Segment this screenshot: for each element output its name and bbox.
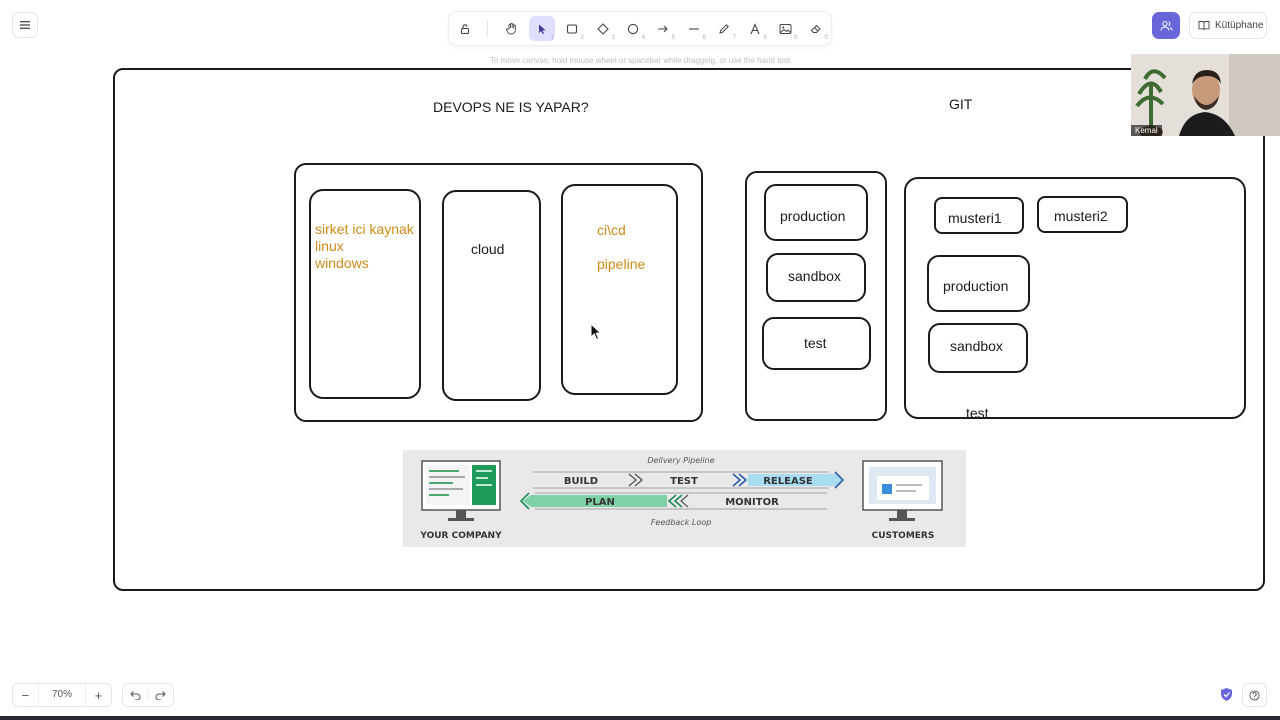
git-title[interactable]: GIT — [949, 96, 973, 112]
git-production-box[interactable] — [927, 255, 1030, 312]
git-sandbox-text[interactable]: sandbox — [950, 338, 1003, 354]
screen-bottom-edge — [0, 716, 1280, 720]
history-controls — [122, 683, 174, 707]
mouse-cursor-icon — [590, 323, 602, 341]
top-caption: Delivery Pipeline — [647, 456, 714, 465]
image-icon — [779, 23, 791, 34]
git-sandbox-box[interactable] — [928, 323, 1028, 373]
hand-tool[interactable] — [498, 16, 524, 41]
participant-name: Kemal — [1131, 125, 1162, 136]
hand-icon — [505, 22, 516, 35]
shapes-toolbar: 1 2 3 4 5 6 7 8 9 0 — [449, 12, 831, 45]
zoom-controls: − 70% + — [12, 683, 112, 707]
arrow-tool[interactable]: 5 — [650, 16, 676, 41]
sandbox-env-box[interactable] — [766, 253, 866, 302]
help-button[interactable] — [1242, 683, 1267, 707]
release-label: RELEASE — [763, 476, 813, 487]
library-button[interactable]: Kütüphane — [1189, 12, 1267, 39]
diamond-tool[interactable]: 3 — [590, 16, 616, 41]
main-menu-button[interactable] — [12, 12, 38, 38]
undo-icon — [130, 691, 141, 700]
library-label: Kütüphane — [1215, 20, 1264, 31]
main-outline-frame[interactable] — [113, 68, 1265, 591]
sources-line: sirket ici kaynak — [315, 221, 414, 237]
musteri1-box[interactable] — [934, 197, 1024, 234]
pipeline-illustration: Delivery Pipeline BUILD TEST RELEASE PLA… — [419, 456, 943, 541]
rectangle-tool[interactable]: 2 — [559, 16, 585, 41]
test-env-text[interactable]: test — [804, 335, 827, 351]
canvas-hint: To move canvas, hold mouse wheel or spac… — [489, 56, 791, 65]
diamond-icon — [597, 22, 609, 35]
company-label: YOUR COMPANY — [419, 531, 502, 541]
zoom-in-button[interactable]: + — [94, 687, 103, 703]
toolbar-divider — [487, 20, 488, 37]
redo-icon — [155, 691, 166, 700]
eraser-tool[interactable]: 0 — [803, 16, 829, 41]
help-icon — [1249, 689, 1260, 701]
customer-monitor-icon — [862, 460, 943, 521]
delivery-pipeline-image[interactable]: Delivery Pipeline BUILD TEST RELEASE PLA… — [403, 450, 966, 547]
musteri2-text[interactable]: musteri2 — [1054, 208, 1108, 224]
users-icon — [1160, 20, 1172, 31]
plan-label: PLAN — [585, 497, 615, 508]
musteri1-text[interactable]: musteri1 — [948, 210, 1002, 226]
participant-video[interactable]: Kemal — [1131, 54, 1280, 136]
build-label: BUILD — [564, 476, 598, 487]
arrow-right-icon — [658, 25, 668, 32]
undo-button[interactable] — [123, 690, 148, 700]
customers-label: CUSTOMERS — [872, 531, 935, 541]
git-test-text[interactable]: test — [966, 405, 989, 421]
company-monitor-icon — [421, 460, 501, 521]
ellipse-tool[interactable]: 4 — [620, 16, 646, 41]
text-icon — [750, 22, 760, 34]
pipeline-text[interactable]: pipeline — [597, 256, 646, 272]
sandbox-env-text[interactable]: sandbox — [788, 268, 841, 284]
circle-icon — [627, 23, 639, 34]
monitor-label: MONITOR — [725, 497, 779, 508]
participant-avatar — [1131, 54, 1280, 136]
zoom-out-button[interactable]: − — [21, 687, 30, 703]
sources-text[interactable]: sirket ici kaynak linux windows — [315, 221, 414, 272]
line-tool[interactable]: 6 — [681, 16, 707, 41]
cicd-box[interactable] — [561, 184, 678, 395]
bottom-caption: Feedback Loop — [651, 518, 711, 527]
image-tool[interactable]: 9 — [772, 16, 798, 41]
book-icon — [1198, 21, 1210, 31]
unlock-icon — [460, 23, 470, 34]
sources-line: linux — [315, 238, 344, 254]
zoom-level[interactable]: 70% — [37, 684, 87, 706]
cloud-text[interactable]: cloud — [471, 241, 505, 257]
cloud-box[interactable] — [442, 190, 541, 401]
test-env-box[interactable] — [762, 317, 871, 370]
line-icon — [689, 27, 699, 30]
eraser-icon — [810, 24, 821, 33]
sources-line: windows — [315, 255, 369, 271]
cicd-text[interactable]: ci\cd — [597, 222, 626, 238]
rectangle-icon — [566, 23, 578, 34]
hamburger-icon — [20, 21, 30, 29]
musteri2-box[interactable] — [1037, 196, 1128, 233]
pointer-icon — [539, 24, 546, 34]
devops-title[interactable]: DEVOPS NE IS YAPAR? — [433, 99, 589, 115]
live-collaboration-button[interactable] — [1152, 12, 1180, 39]
git-production-text[interactable]: production — [943, 278, 1009, 294]
selection-tool[interactable]: 1 — [529, 16, 555, 41]
text-tool[interactable]: 8 — [742, 16, 768, 41]
redo-button[interactable] — [147, 690, 174, 700]
test-label: TEST — [670, 476, 698, 487]
sources-box[interactable] — [309, 189, 421, 399]
shield-check-icon[interactable] — [1220, 687, 1233, 702]
pencil-icon — [719, 23, 729, 34]
production-env-box[interactable] — [764, 184, 868, 241]
lock-tool[interactable] — [452, 16, 478, 41]
production-env-text[interactable]: production — [780, 208, 846, 224]
draw-tool[interactable]: 7 — [711, 16, 737, 41]
